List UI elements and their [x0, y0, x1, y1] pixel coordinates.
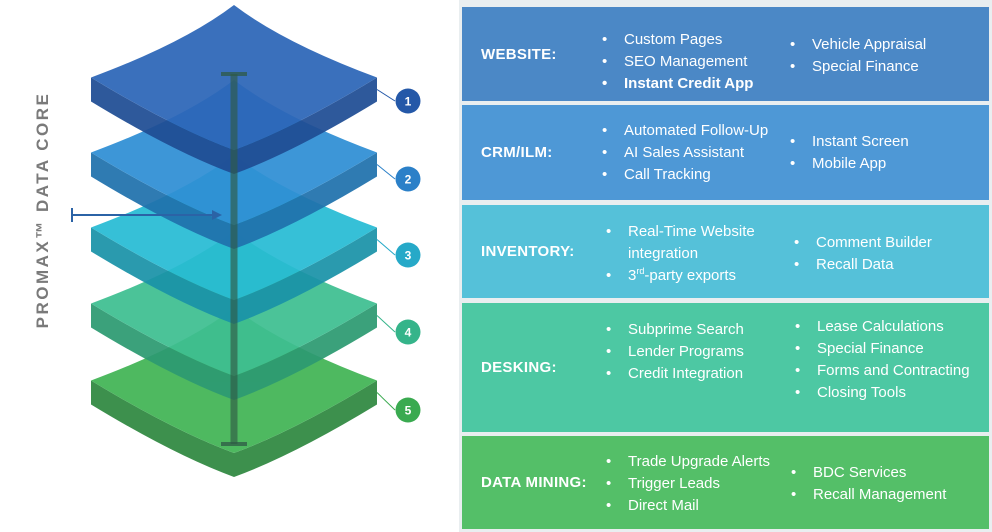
core-axis	[221, 72, 247, 446]
list-item: Instant Screen	[789, 131, 909, 153]
list-item: Direct Mail	[605, 495, 770, 517]
layer-badge-3: 3	[395, 242, 421, 268]
layer-number: 1	[405, 95, 412, 109]
band-label: INVENTORY:	[481, 243, 575, 260]
list-item: Recall Data	[793, 254, 932, 276]
list-item: AI Sales Assistant	[601, 142, 768, 164]
core-pointer-arrow	[71, 208, 222, 222]
band-inventory: INVENTORY: Real-Time Website integration…	[462, 205, 989, 298]
list-item: Comment Builder	[793, 232, 932, 254]
band-website: WEBSITE: Custom Pages SEO Management Ins…	[462, 7, 989, 101]
layer-badge-5: 5	[395, 397, 421, 423]
list-item-sup: rd	[636, 266, 645, 276]
list-item: Trade Upgrade Alerts	[605, 451, 770, 473]
list-item: SEO Management	[601, 51, 753, 73]
layer-connector	[376, 89, 396, 102]
band-list-primary: Subprime Search Lender Programs Credit I…	[605, 319, 744, 385]
list-item: BDC Services	[790, 462, 946, 484]
list-item-continued: integration	[628, 245, 699, 262]
list-item: Closing Tools	[794, 382, 970, 404]
list-item: Recall Management	[790, 484, 946, 506]
band-list-secondary: Comment Builder Recall Data	[793, 232, 932, 276]
list-item: Credit Integration	[605, 363, 744, 385]
list-item: Lease Calculations	[794, 316, 970, 338]
layer-badge-1: 1	[395, 88, 421, 114]
layer-connector	[376, 164, 396, 180]
band-list-primary: Real-Time Website integration 3rd-party …	[605, 221, 755, 287]
band-data-mining: DATA MINING: Trade Upgrade Alerts Trigge…	[462, 436, 989, 529]
layer-connector	[376, 239, 396, 256]
list-item: Call Tracking	[601, 164, 768, 186]
band-list-secondary: BDC Services Recall Management	[790, 462, 946, 506]
list-item-text: 3	[628, 267, 637, 284]
layer-number: 2	[405, 173, 412, 187]
layer-number: 3	[405, 249, 412, 263]
list-item: Forms and Contracting	[794, 360, 970, 382]
list-item: Special Finance	[794, 338, 970, 360]
band-label: DESKING:	[481, 359, 557, 376]
layer-badge-4: 4	[395, 319, 421, 345]
list-item: Real-Time Website	[605, 221, 755, 243]
band-desking: DESKING: Subprime Search Lender Programs…	[462, 303, 989, 432]
band-label: DATA MINING:	[481, 474, 587, 491]
list-item-text-rest: -party exports	[644, 267, 737, 284]
list-item: 3rd-party exports	[605, 265, 755, 287]
band-list-secondary: Lease Calculations Special Finance Forms…	[794, 316, 970, 404]
layer-connector	[376, 315, 396, 333]
list-item: Automated Follow-Up	[601, 120, 768, 142]
list-item: Trigger Leads	[605, 473, 770, 495]
list-item: Subprime Search	[605, 319, 744, 341]
band-list-primary: Custom Pages SEO Management Instant Cred…	[601, 29, 753, 95]
list-item: Lender Programs	[605, 341, 744, 363]
band-crm-ilm: CRM/ILM: Automated Follow-Up AI Sales As…	[462, 105, 989, 200]
list-item: Instant Credit App	[601, 73, 753, 95]
band-list-primary: Automated Follow-Up AI Sales Assistant C…	[601, 120, 768, 186]
layer-number: 5	[405, 404, 412, 418]
list-item: Vehicle Appraisal	[789, 34, 926, 56]
layer-number: 4	[405, 326, 412, 340]
list-item: Special Finance	[789, 56, 926, 78]
feature-bands-panel: WEBSITE: Custom Pages SEO Management Ins…	[459, 0, 992, 532]
layer-stack-diagram: 5 4 3 2 1	[71, 5, 421, 477]
layer-badge-2: 2	[395, 166, 421, 192]
band-label: WEBSITE:	[481, 45, 557, 63]
layer-connector	[376, 392, 396, 411]
band-list-secondary: Vehicle Appraisal Special Finance	[789, 34, 926, 78]
list-item: Custom Pages	[601, 29, 753, 51]
list-item: Mobile App	[789, 153, 909, 175]
band-label: CRM/ILM:	[481, 144, 553, 161]
band-list-secondary: Instant Screen Mobile App	[789, 131, 909, 175]
band-list-primary: Trade Upgrade Alerts Trigger Leads Direc…	[605, 451, 770, 517]
